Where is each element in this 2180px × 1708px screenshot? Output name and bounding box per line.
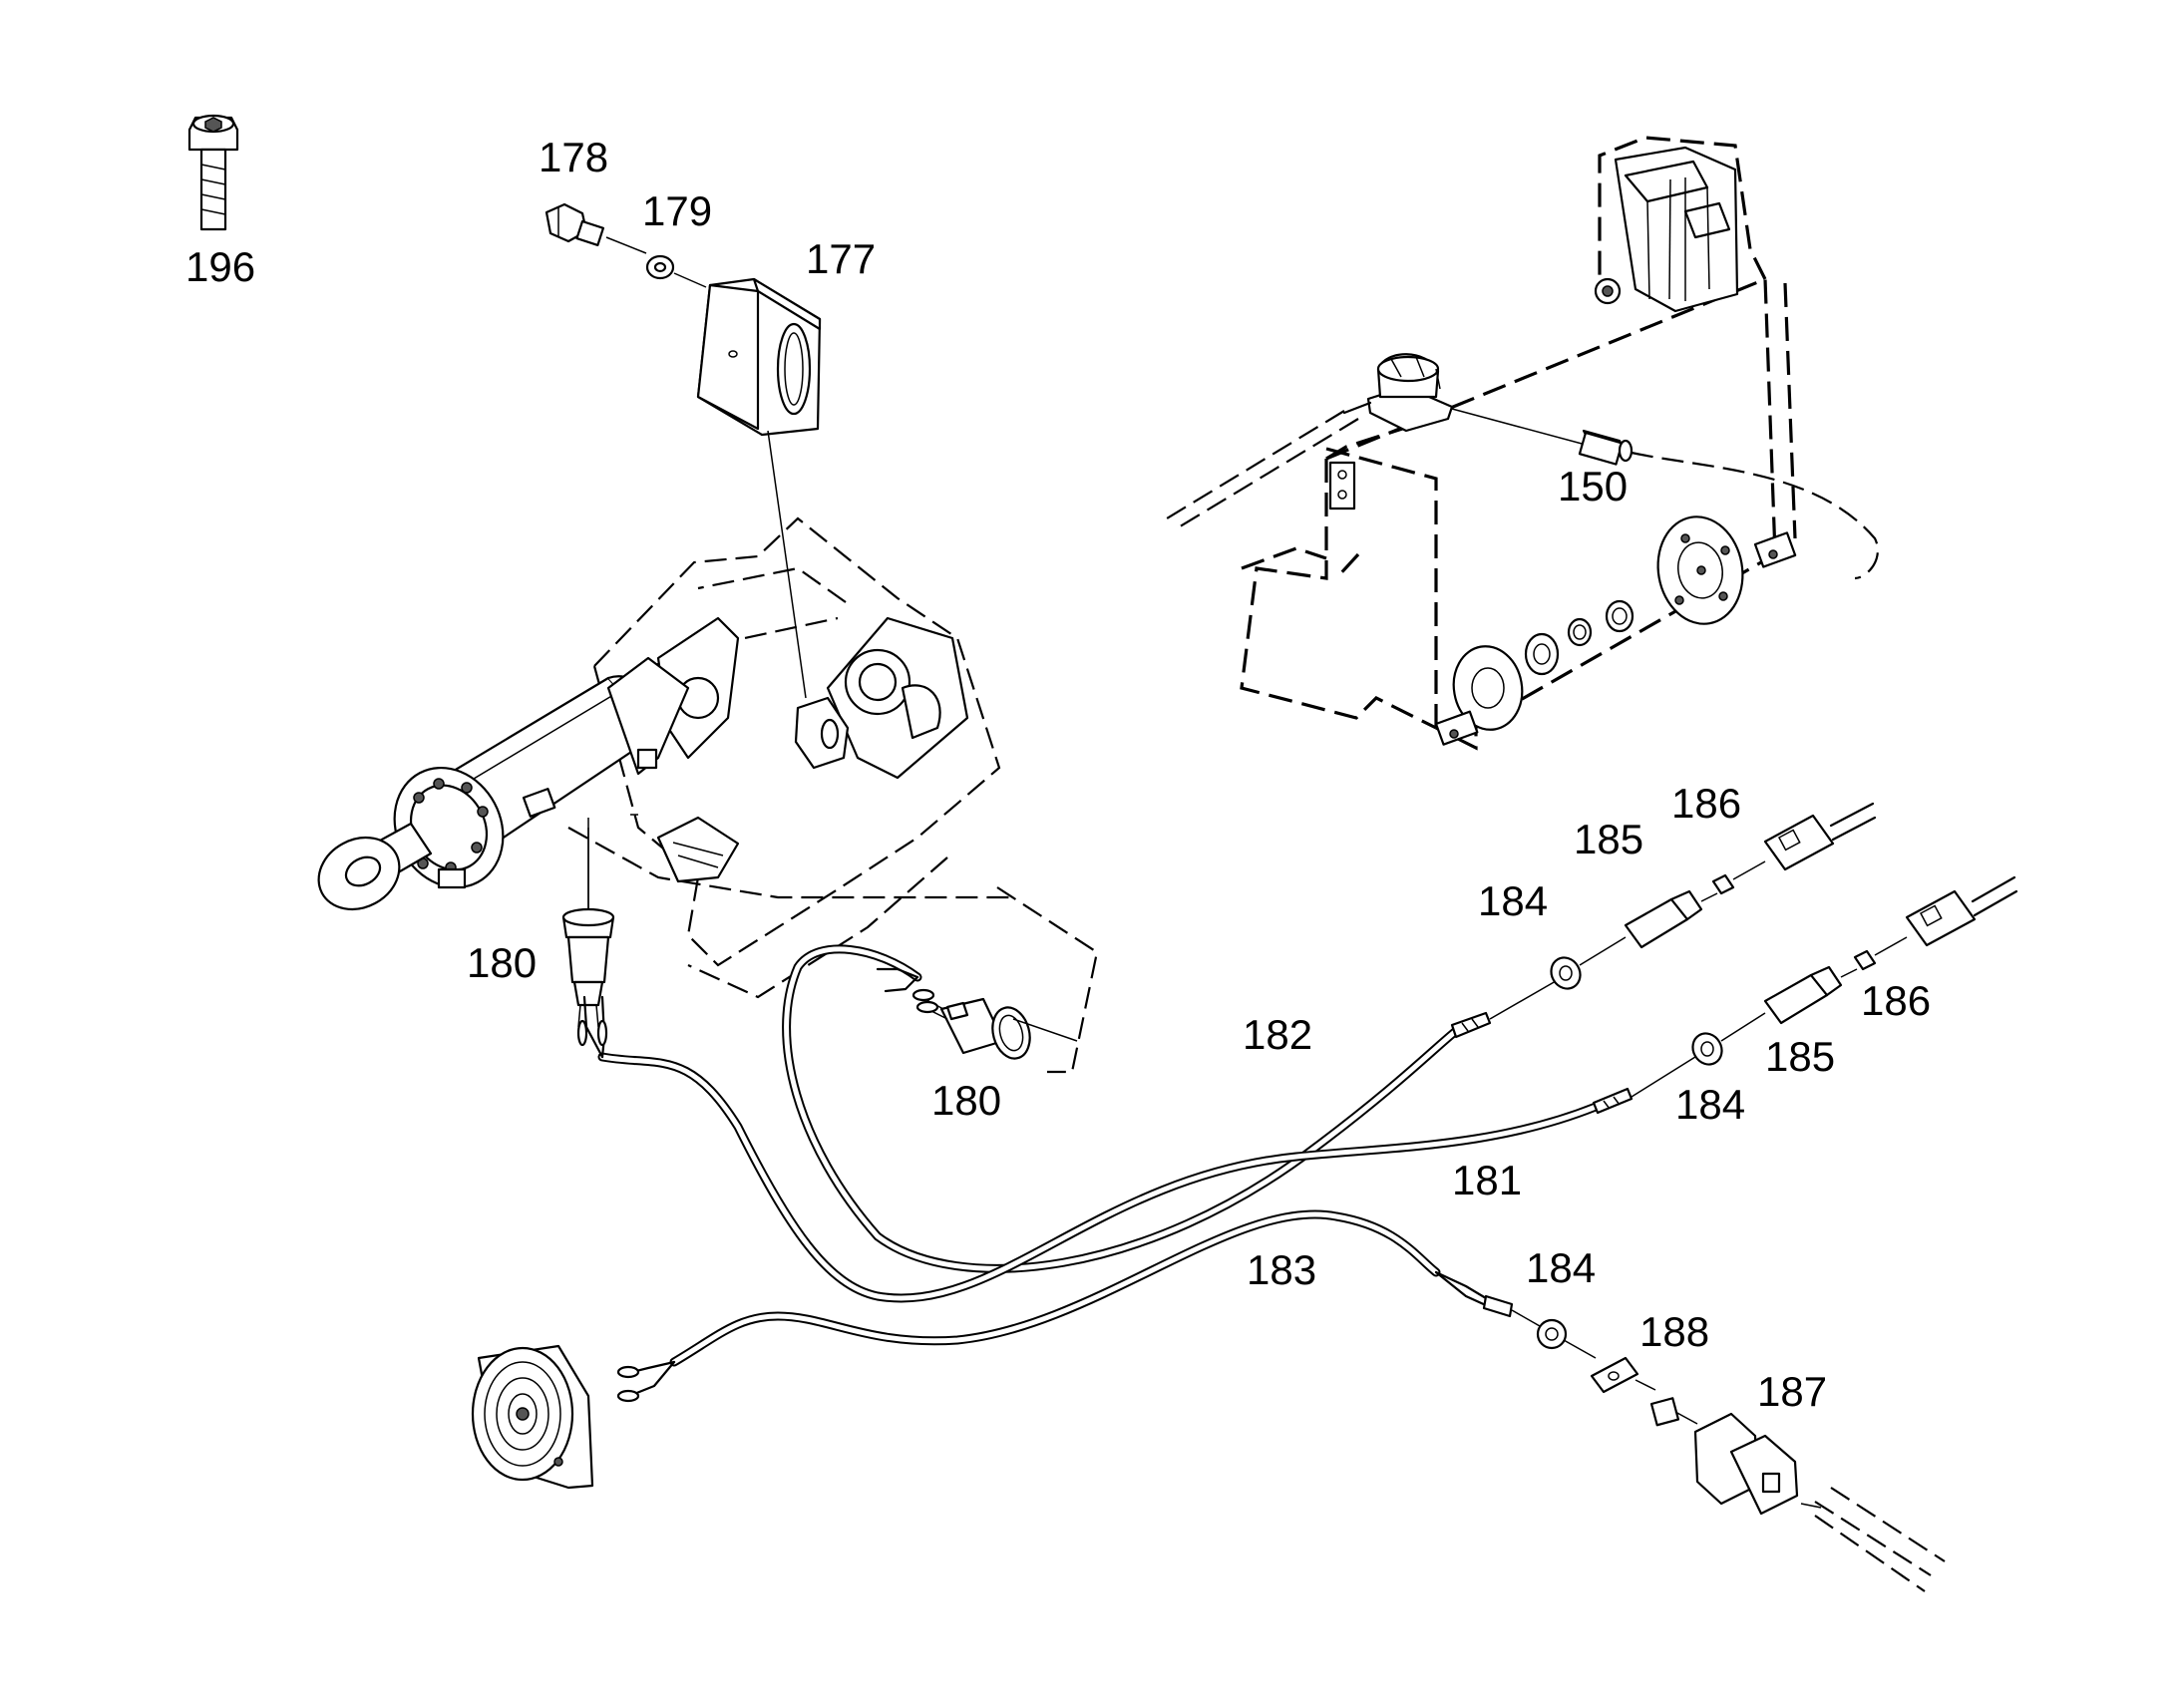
cap-screw-196 — [187, 114, 239, 231]
callout-177: 177 — [806, 235, 876, 282]
callout-183: 183 — [1247, 1246, 1316, 1293]
callout-184-lower: 184 — [1526, 1244, 1596, 1291]
callout-178: 178 — [539, 134, 608, 180]
callout-187: 187 — [1757, 1368, 1827, 1415]
callout-180-left: 180 — [467, 939, 537, 986]
connector-chain-upper — [1489, 802, 1877, 1020]
cylinder-frame-assembly — [317, 516, 1099, 1074]
callout-180-right: 180 — [931, 1077, 1001, 1124]
hydraulic-tank — [1166, 136, 1879, 751]
callout-185-upper: 185 — [1574, 816, 1643, 862]
lamp-socket-180-left — [561, 828, 615, 1028]
callout-182: 182 — [1243, 1011, 1312, 1058]
connector-chain-middle — [1631, 875, 2018, 1098]
connector-chain-lower — [1511, 1309, 1946, 1592]
callout-186-upper: 186 — [1671, 780, 1741, 827]
cable-harness — [576, 944, 1634, 1403]
bracket-177 — [696, 277, 822, 699]
callout-196: 196 — [185, 243, 255, 290]
sensor-150 — [1578, 429, 1879, 580]
callout-188: 188 — [1639, 1308, 1709, 1355]
callout-181: 181 — [1452, 1157, 1522, 1203]
callout-186-middle: 186 — [1861, 977, 1931, 1024]
callout-labels: 196 178 179 177 150 180 180 182 181 183 … — [185, 134, 1931, 1415]
callout-185-middle: 185 — [1765, 1033, 1835, 1080]
callout-150: 150 — [1558, 463, 1628, 510]
bolt-178 — [545, 202, 647, 254]
callout-184-upper: 184 — [1478, 877, 1548, 924]
horn — [471, 1344, 594, 1490]
callout-184-middle: 184 — [1675, 1081, 1745, 1128]
callout-179: 179 — [642, 187, 712, 234]
washer-179 — [645, 254, 707, 288]
lamp-socket-180-right — [916, 994, 1078, 1060]
